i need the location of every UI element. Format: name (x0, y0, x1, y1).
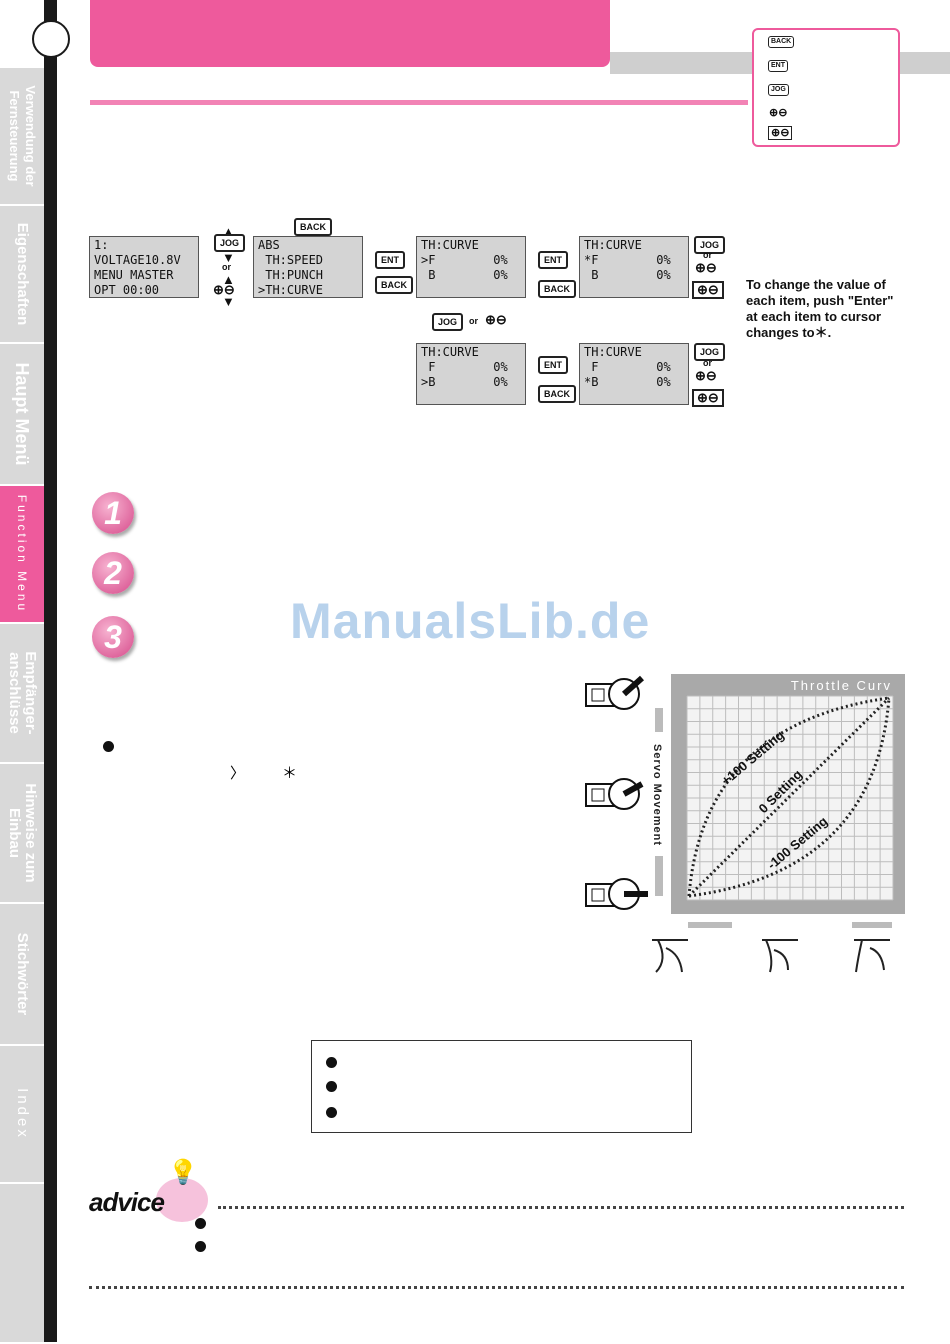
tab-label: Haupt Menü (12, 362, 32, 466)
ent-key[interactable]: ENT (538, 356, 568, 374)
edit-symbol: ＊ (282, 765, 298, 782)
ent-key[interactable]: ENT (538, 251, 568, 269)
key-legend: BACK ENT JOG ⊕⊖ ⊕⊖ (752, 28, 900, 147)
back-key[interactable]: BACK (538, 385, 576, 403)
page-number-circle (32, 20, 70, 58)
jog-key-icon: JOG (768, 84, 789, 96)
advice-label: advice (89, 1187, 165, 1217)
bullet (326, 1107, 337, 1118)
lcd-menu-screen: ABS TH:SPEED TH:PUNCH >TH:CURVE (253, 236, 363, 298)
tab-label: Function Menu (15, 494, 29, 614)
advice-blob (156, 1178, 208, 1222)
plus-minus-jog-icon: ⊕⊖ (769, 107, 788, 119)
tab-function-menu[interactable]: Function Menu (0, 486, 44, 624)
bullet (195, 1218, 206, 1229)
tab-label: Eigenschaften (14, 222, 31, 326)
instruction-note: To change the value of each item, push "… (746, 277, 894, 340)
lcd-curve-b-edit: TH:CURVE F 0% *B 0% (579, 343, 689, 405)
lcd-curve-f-edit: TH:CURVE *F 0% B 0% (579, 236, 689, 298)
throttle-curve-figure: Servo Movement Throttle Curv +100 Settin… (585, 674, 905, 973)
back-key[interactable]: BACK (538, 280, 576, 298)
chart-title: Throttle Curv (791, 678, 892, 693)
bullet (326, 1081, 337, 1092)
tab-verwendung[interactable]: Verwendung der Fernsteuerung (0, 68, 44, 206)
tab-label: Stichwörter (14, 932, 31, 1016)
jog-key[interactable]: JOG (214, 234, 246, 252)
tab-label: Verwendung der Fernsteuerung (7, 85, 38, 187)
or-label: or (703, 358, 712, 368)
chart-series-minus100 (688, 697, 891, 898)
plus-minus-icon[interactable]: ⊕⊖ (213, 282, 235, 297)
tab-eigenschaften[interactable]: Eigenschaften (0, 206, 44, 344)
jog-key[interactable]: JOG (432, 313, 464, 331)
plus-minus-key[interactable]: ⊕⊖ (692, 389, 724, 407)
tab-hinweise[interactable]: Hinweise zum Einbau (0, 764, 44, 904)
cursor-symbol: 〉 (230, 765, 246, 782)
up-arrow-icon: ▲ (222, 272, 235, 287)
trigger-icon (854, 939, 890, 973)
trigger-icon (762, 939, 798, 973)
step-3-badge: 3 (92, 616, 134, 658)
jog-key[interactable]: JOG (694, 343, 726, 361)
section-divider (90, 100, 748, 105)
back-key[interactable]: BACK (294, 218, 332, 236)
tab-haupt-menu[interactable]: Haupt Menü (0, 344, 44, 486)
chart-ylabel: Servo Movement (651, 744, 663, 846)
down-arrow-icon: ▼ (222, 250, 235, 265)
chart-grid (686, 695, 894, 901)
or-label: or (222, 262, 231, 272)
tab-index[interactable]: Index (0, 1046, 44, 1184)
lcd-curve-f-cursor: TH:CURVE >F 0% B 0% (416, 236, 526, 298)
header-title-bar (90, 0, 610, 67)
trigger-icon (652, 939, 688, 973)
chart-series-plus100 (687, 696, 890, 897)
servo-icon (585, 878, 648, 910)
trigger-bar (688, 922, 732, 928)
dotted-divider (218, 1206, 904, 1209)
servo-icon (585, 778, 644, 810)
plus-minus-key[interactable]: ⊕⊖ (692, 281, 724, 299)
chart-series-zero (687, 696, 891, 898)
bullet (326, 1057, 337, 1068)
watermark: ManualsLib.de (290, 593, 651, 649)
tab-label: Index (14, 1088, 31, 1140)
down-arrow-icon: ▼ (222, 294, 235, 309)
plus-minus-jog-icon[interactable]: ⊕⊖ (695, 260, 717, 275)
jog-key[interactable]: JOG (694, 236, 726, 254)
servo-icon (585, 675, 644, 710)
ent-key-icon: ENT (768, 60, 788, 72)
lightbulb-icon: 💡 (168, 1159, 198, 1186)
tab-label: Empfänger-anschlüsse (6, 651, 39, 735)
servo-bar (655, 856, 663, 896)
tab-blank (0, 1184, 44, 1344)
or-label: or (703, 250, 712, 260)
notes-box (311, 1040, 692, 1133)
ent-key[interactable]: ENT (375, 251, 405, 269)
lcd-curve-b-cursor: TH:CURVE F 0% >B 0% (416, 343, 526, 405)
dotted-divider (89, 1286, 904, 1289)
tab-stichwoerter[interactable]: Stichwörter (0, 904, 44, 1046)
page-spine (44, 0, 57, 1342)
tab-empfaenger[interactable]: Empfänger-anschlüsse (0, 624, 44, 764)
step-2-badge: 2 (92, 552, 134, 594)
trigger-bar (852, 922, 892, 928)
plus-minus-icon: ⊕⊖ (768, 126, 793, 140)
tab-label: Hinweise zum Einbau (6, 783, 39, 883)
step-1-badge: 1 (92, 492, 134, 534)
bullet (103, 741, 114, 752)
back-key-icon: BACK (768, 36, 795, 48)
lcd-main-screen: 1: VOLTAGE10.8V MENU MASTER OPT 00:00 (89, 236, 199, 298)
plus-minus-jog-icon[interactable]: ⊕⊖ (695, 368, 717, 383)
back-key[interactable]: BACK (375, 276, 413, 294)
bullet (195, 1241, 206, 1252)
plus-minus-icon[interactable]: ⊕⊖ (485, 312, 507, 327)
or-label: or (469, 316, 478, 326)
servo-bar (655, 708, 663, 732)
